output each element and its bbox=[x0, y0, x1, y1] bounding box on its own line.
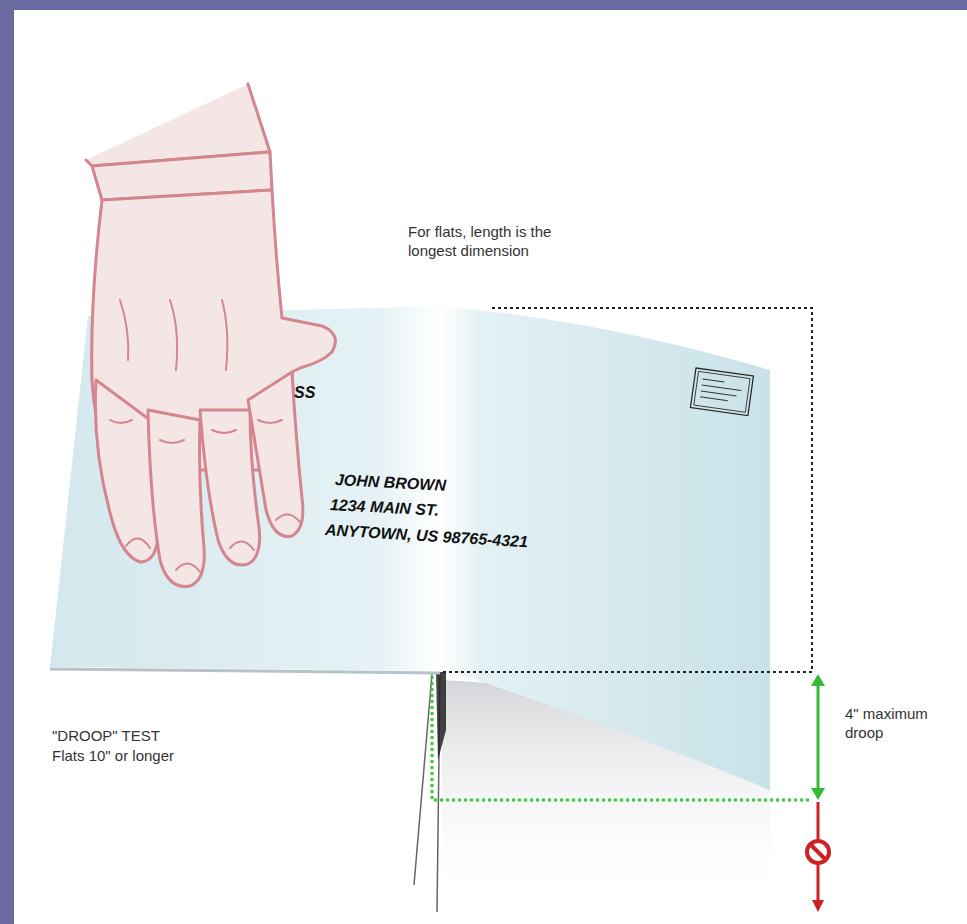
panel-edge bbox=[50, 669, 440, 673]
table-edge bbox=[414, 674, 432, 885]
address-line: JOHN BROWN bbox=[335, 470, 447, 495]
test-title: "DROOP" TEST bbox=[52, 726, 160, 745]
frame-band bbox=[0, 0, 967, 10]
address-line: 1234 MAIN ST. bbox=[330, 495, 440, 520]
hand bbox=[86, 84, 335, 586]
postage-indicia bbox=[690, 368, 753, 416]
address-line: ANYTOWN, US 98765-4321 bbox=[324, 520, 528, 551]
frame-band bbox=[0, 0, 14, 924]
no-entry-arrow bbox=[807, 802, 829, 912]
fold-shadow bbox=[436, 672, 446, 760]
dimension-note: For flats, length is the longest dimensi… bbox=[408, 222, 580, 260]
droop-arrow bbox=[811, 674, 825, 800]
droop-limit bbox=[432, 676, 812, 800]
address-fragment: SS bbox=[294, 383, 315, 402]
length-outline bbox=[442, 308, 812, 672]
dimension-label: 4" maximum droop bbox=[845, 704, 945, 742]
test-note: Flats 10" or longer bbox=[52, 746, 174, 765]
